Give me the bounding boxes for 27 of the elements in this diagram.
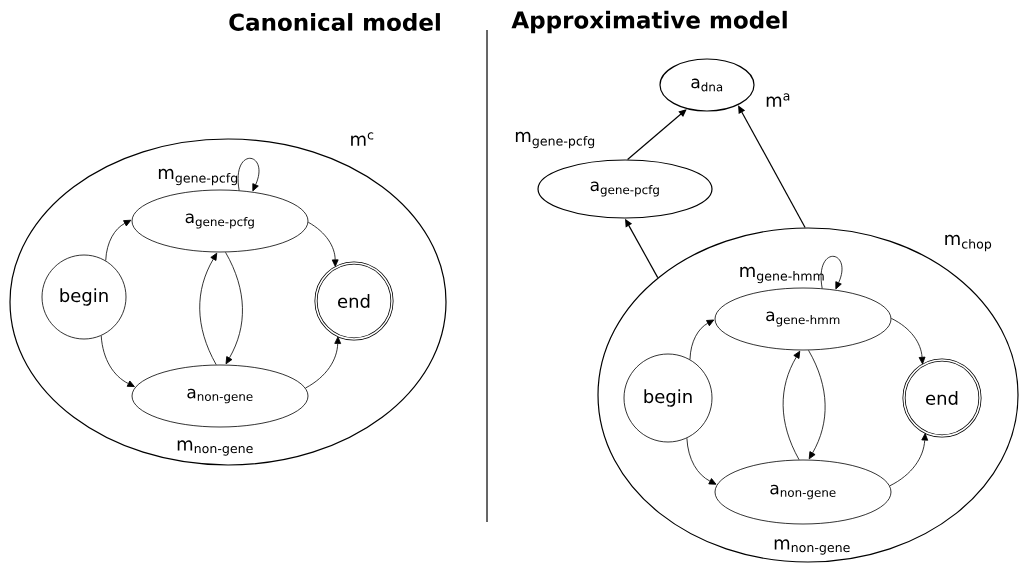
arrow: [889, 433, 929, 487]
heading: Approximative model: [511, 10, 787, 34]
arrow: [686, 437, 717, 485]
state-label: m$_{chop}$: [945, 234, 992, 252]
arrow: [307, 221, 339, 267]
state-label: m$^{a}$: [766, 93, 790, 107]
arrow: [738, 105, 806, 228]
arrow: [199, 252, 218, 366]
arrow: [237, 157, 260, 192]
state-label: m$_{gene-hmm}$: [740, 266, 824, 284]
arrow: [627, 109, 687, 160]
heading: Canonical model: [229, 13, 440, 31]
arrow: [891, 318, 926, 365]
state-label: m$_{non-gene}$: [774, 539, 850, 555]
arrow: [782, 350, 801, 461]
arrow: [225, 251, 243, 365]
state-label: m$^{c}$: [351, 132, 374, 146]
state-label: m$_{non-gene}$: [177, 440, 253, 456]
arrow: [100, 335, 135, 387]
arrow: [305, 336, 342, 389]
model-ellipse: [597, 227, 1019, 563]
state-label: m$_{gene-pcfg}$: [158, 168, 238, 186]
arrow: [105, 219, 132, 261]
arrow: [808, 349, 826, 460]
arrow: [820, 255, 843, 290]
state-label: m$_{gene-pcfg}$: [515, 131, 595, 149]
arrow: [689, 319, 715, 360]
